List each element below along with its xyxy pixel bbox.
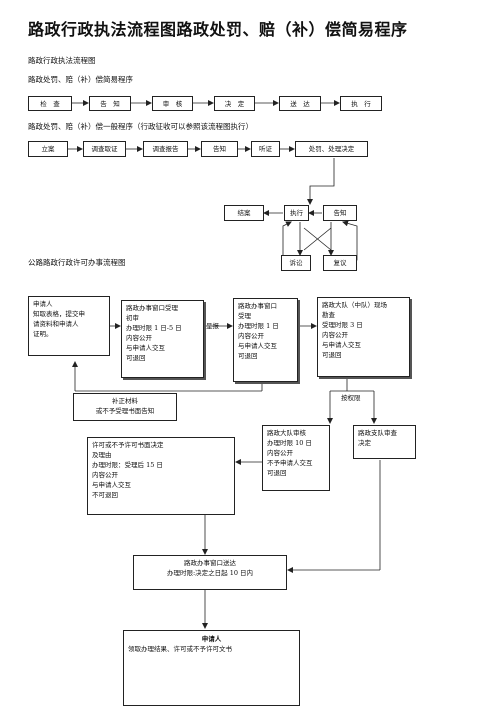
permit-brigade-review: 路政大队审核 办理时限 10 日 内容公开 不予申请人交互 可退回 <box>262 425 330 491</box>
enforcement-execute: 执行 <box>284 205 309 221</box>
general-step-investigate: 调查取证 <box>83 141 126 157</box>
simple-step-deliver: 送 达 <box>279 96 321 111</box>
permit-applicant-submit: 申请人 知取表格，提交申 请资料和申请人 证明。 <box>28 296 110 356</box>
permit-written-decision: 许可或不予许可书面决定 及理由 办理时限：受理后 15 日 内容公开 与申请人交… <box>87 437 235 515</box>
permit-final-text: 领取办理结果、许可或不予许可文书 <box>128 645 232 653</box>
simple-step-audit: 审 核 <box>152 96 193 111</box>
general-step-hearing: 听证 <box>251 141 280 157</box>
simple-step-decide: 决 定 <box>214 96 255 111</box>
section-heading-permit: 公路路政行政许可办事流程图 <box>28 258 126 267</box>
permit-window-delivery: 路政办事窗口送达 办理时限:决定之日起 10 日内 <box>133 555 287 590</box>
simple-step-execute: 执 行 <box>340 96 382 111</box>
general-step-notify: 告知 <box>201 141 238 157</box>
section-heading-general: 路政处罚、赔（补）偿一般程序（行政征收可以参照该流程图执行） <box>28 122 253 131</box>
permit-window-initial-review: 路政办事窗口受理 初审 办理时限 1 日-5 日 内容公开 与申请人交互 可退回 <box>121 300 204 378</box>
enforcement-litigation: 诉讼 <box>281 255 311 271</box>
page-title: 路政行政执法流程图路政处罚、赔（补）偿简易程序 <box>28 20 408 39</box>
permit-applicant-collect: 申请人 领取办理结果、许可或不予许可文书 <box>123 630 300 706</box>
enforcement-notify: 告知 <box>323 205 357 221</box>
simple-step-notify: 告 知 <box>89 96 131 111</box>
permit-report-label: 呈报 <box>206 322 219 330</box>
permit-brigade-site-check: 路政大队（中队）现场 勘查 受理时限 3 日 内容公开 与申请人交互 可退回 <box>317 297 410 377</box>
simple-step-inspect: 检 查 <box>28 96 72 111</box>
enforcement-closing: 结案 <box>224 205 264 221</box>
section-heading-main: 路政行政执法流程图 <box>28 56 96 65</box>
permit-window-accept: 路政办事窗口 受理 办理时限 1 日 内容公开 与申请人交互 可退回 <box>233 298 298 382</box>
general-step-penalty-decision: 处罚、处理决定 <box>295 141 368 157</box>
permit-authority-label: 按权限 <box>341 394 361 402</box>
section-heading-simple: 路政处罚、赔（补）偿简易程序 <box>28 75 133 84</box>
permit-final-title: 申请人 <box>201 635 222 643</box>
enforcement-review: 复议 <box>323 255 357 271</box>
general-step-report: 调查报告 <box>143 141 188 157</box>
permit-detachment-decision: 路政支队审查 决定 <box>353 425 416 459</box>
general-step-file: 立案 <box>28 141 68 157</box>
permit-supplement-notice: 补正材料 或不予受理书面告知 <box>73 393 177 421</box>
